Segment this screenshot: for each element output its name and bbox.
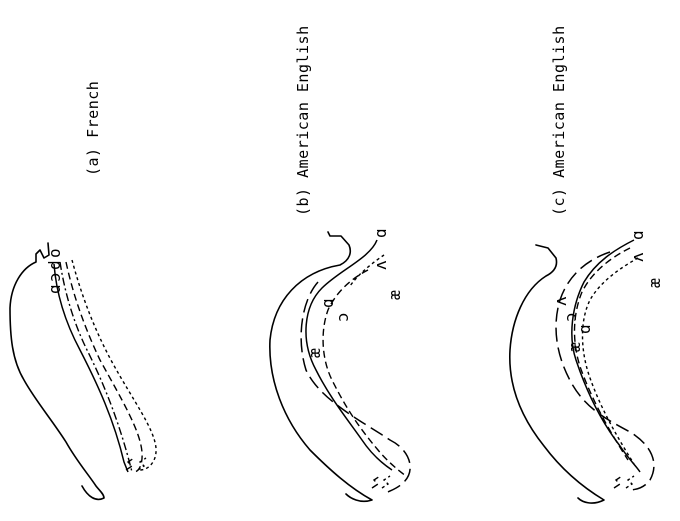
panel-c-caption: (c) American English	[550, 25, 568, 216]
panel-b-caption: (b) American English	[294, 25, 312, 216]
panel-c-tip-squiggle-2	[626, 476, 634, 488]
panel-b-vowel-label: æ	[305, 348, 324, 358]
panel-b-vowel-label: æ	[385, 290, 404, 300]
panel-b-tongue-contour-open-o	[301, 282, 410, 492]
panel-c-vowel-label: ɑ	[575, 324, 594, 334]
panel-c-vocal-tract-outline	[510, 245, 604, 503]
panel-a-vowel-label: ɑ	[45, 284, 64, 294]
panel-c-vowel-label: ɔ	[561, 312, 580, 322]
panel-c-vowel-label: ʌ	[551, 296, 570, 306]
panel-c-tip-squiggle-1	[614, 476, 622, 488]
panel-b: (b) American English ɑ ʌ æ ɑ ɔ æ	[270, 25, 410, 501]
panel-c-vowel-label: æ	[645, 278, 664, 288]
panel-c-vowel-label: ʌ	[628, 252, 647, 262]
panel-a: (a) French o d ɔ ɑ	[10, 81, 156, 500]
panel-b-tip-squiggle-2	[382, 476, 390, 488]
panel-b-tip-squiggle-1	[372, 476, 380, 488]
panel-a-tongue-contour-a	[72, 260, 156, 470]
panel-c: (c) American English ɑ ʌ æ ʌ ɔ ɑ æ	[510, 25, 664, 503]
panel-b-vowel-label: ɑ	[371, 228, 390, 238]
panel-a-vowel-label: ɔ	[45, 272, 64, 282]
panel-c-tongue-contour-wedge	[556, 252, 654, 490]
panel-a-caption: (a) French	[84, 81, 102, 176]
panel-b-vowel-label: ʌ	[371, 260, 390, 270]
panel-a-vowel-label: o	[45, 248, 64, 258]
panel-c-vowel-label: æ	[565, 342, 584, 352]
panel-a-tongue-contour-open-o	[66, 262, 142, 472]
panel-b-vowel-label: ɑ	[318, 298, 337, 308]
panel-c-vowel-label: ɑ	[628, 230, 647, 240]
panel-b-vowel-label: ɔ	[333, 312, 352, 322]
panel-b-vocal-tract-outline	[270, 232, 372, 501]
panel-a-vowel-label: d	[45, 260, 64, 270]
panel-c-tongue-contour-a	[572, 240, 640, 472]
panel-a-tongue-contour-d	[60, 262, 132, 472]
